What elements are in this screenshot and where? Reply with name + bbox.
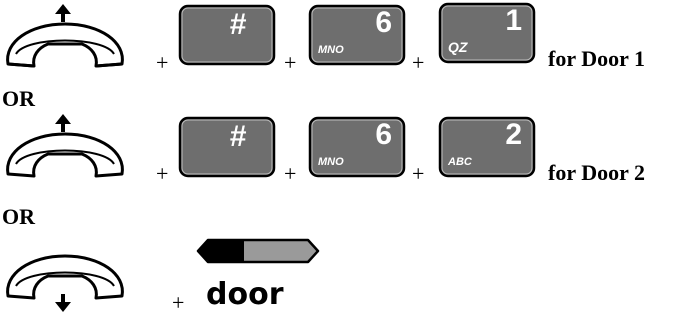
door-softkey: door [196, 236, 326, 320]
key-2-letters: ABC [448, 156, 472, 168]
key-6-letters: MNO [318, 44, 344, 56]
key-6: 6 MNO [308, 116, 406, 178]
or-separator: OR [2, 86, 35, 111]
key-1: 1 QZ [438, 2, 536, 64]
handset-off-hook-icon [2, 2, 128, 72]
plus-sign: + [412, 50, 425, 75]
key-6-main-label: 6 [375, 6, 392, 39]
plus-sign: + [172, 290, 185, 315]
door-1-caption: for Door 1 [548, 46, 645, 71]
handset-off-hook-icon [2, 112, 128, 182]
key-6-main-label: 6 [375, 118, 392, 151]
plus-sign: + [412, 161, 425, 186]
key-hash: # [178, 4, 276, 66]
plus-sign: + [156, 161, 169, 186]
key-hash: # [178, 116, 276, 178]
key-2-main-label: 2 [505, 118, 522, 151]
handset-on-hook-icon [2, 246, 128, 316]
key-1-letters: QZ [448, 39, 468, 55]
key-1-main-label: 1 [505, 4, 522, 37]
or-separator: OR [2, 204, 35, 229]
door-softkey-label: door [206, 277, 284, 312]
key-2: 2 ABC [438, 116, 536, 178]
door-2-caption: for Door 2 [548, 160, 645, 185]
plus-sign: + [284, 50, 297, 75]
key-hash-main-label: # [229, 8, 246, 41]
key-6-letters: MNO [318, 156, 344, 168]
plus-sign: + [156, 50, 169, 75]
softkey-bar-icon [196, 238, 320, 264]
key-hash-main-label: # [229, 120, 246, 153]
plus-sign: + [284, 161, 297, 186]
key-6: 6 MNO [308, 4, 406, 66]
